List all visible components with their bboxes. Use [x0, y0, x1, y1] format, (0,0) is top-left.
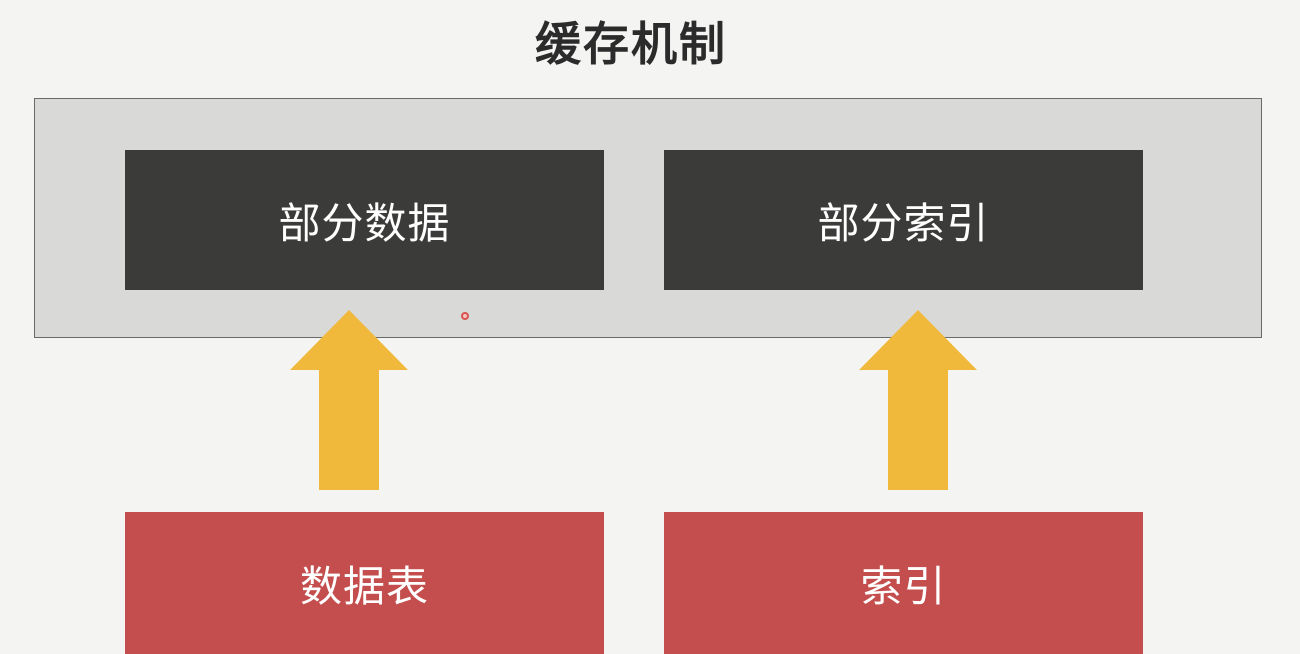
data-table-box: 数据表 — [125, 512, 604, 654]
index-box: 索引 — [664, 512, 1143, 654]
index-to-cache-arrow — [859, 310, 977, 490]
mouse-pointer-icon — [461, 312, 469, 320]
data-to-cache-arrow — [290, 310, 408, 490]
data-table-label: 数据表 — [299, 561, 429, 611]
partial-data-label: 部分数据 — [278, 198, 451, 248]
diagram-title: 缓存机制 — [535, 17, 727, 71]
partial-index-box: 部分索引 — [664, 150, 1143, 290]
index-label: 索引 — [860, 561, 947, 611]
partial-data-box: 部分数据 — [125, 150, 604, 290]
partial-index-label: 部分索引 — [817, 198, 990, 248]
